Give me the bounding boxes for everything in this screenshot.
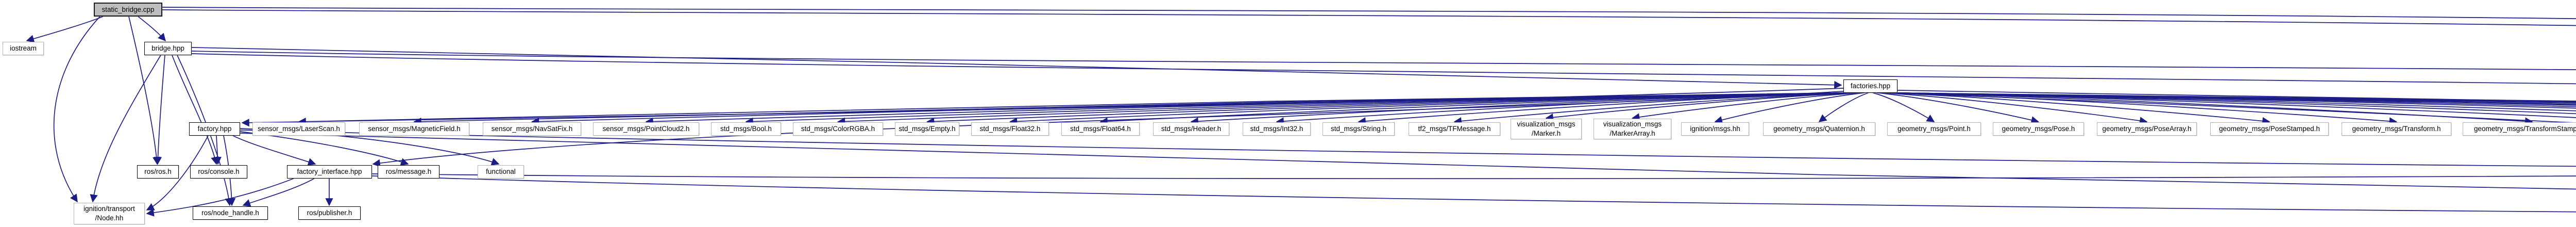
node-std-msgs-empty-h: std_msgs/Empty.h [895, 122, 959, 136]
edge-factory-interface-hpp-to-ros-node-handle-h [242, 178, 315, 207]
edge-factories-hpp-to-std-msgs-float64-h [1099, 92, 1845, 125]
node-ros-node-handle-h[interactable]: ros/node_handle.h [193, 206, 268, 220]
edge-factories-hpp-to-visualization-msgs-marker-h [1545, 92, 1858, 122]
node-ros-message-h[interactable]: ros/message.h [378, 165, 439, 179]
edge-bridge-hpp-to-ros-console-h [172, 55, 219, 165]
edge-static-bridge-cpp-to-iostream [26, 16, 104, 43]
edge-factories-hpp-to-geometry-msgs-quaternion-h [1818, 92, 1869, 122]
edge-factories-hpp-to-memory [1897, 93, 2576, 123]
node-bridge-hpp[interactable]: bridge.hpp [144, 42, 192, 55]
node-geometry-msgs-pose-h: geometry_msgs/Pose.h [1993, 122, 2084, 136]
node-tf2-msgs-tfmessage-h: tf2_msgs/TFMessage.h [1409, 122, 1500, 136]
edge-factory-interface-hpp-to-ignition-transport-node-hh [146, 178, 294, 217]
edge-factory-hpp-to-memory [240, 129, 2576, 167]
node-geometry-msgs-posestamped-h: geometry_msgs/PoseStamped.h [2210, 122, 2329, 136]
edge-static-bridge-cpp-to-memory [162, 9, 2576, 26]
edge-static-bridge-cpp-to-string [162, 7, 2576, 19]
node-geometry-msgs-transform-h: geometry_msgs/Transform.h [2342, 122, 2451, 136]
node-ros-publisher-h[interactable]: ros/publisher.h [298, 206, 361, 220]
node-visualization-msgs-marker-h: visualization_msgs /Marker.h [1511, 119, 1582, 139]
edge-static-bridge-cpp-to-ignition-transport-node-hh [53, 16, 100, 203]
edge-factories-hpp-to-geometry-msgs-point-h [1873, 92, 1935, 122]
node-ignition-transport-node-hh: ignition/transport /Node.hh [74, 203, 145, 224]
edge-factories-hpp-to-tf2-msgs-tfmessage-h [1453, 92, 1854, 125]
edge-factories-hpp-to-string [1897, 90, 2576, 102]
node-functional: functional [478, 165, 524, 179]
edge-static-bridge-cpp-to-ros-ros-h [128, 16, 161, 165]
node-geometry-msgs-point-h: geometry_msgs/Point.h [1887, 122, 1981, 136]
edge-factories-hpp-to-geometry-msgs-pose-h [1877, 92, 2039, 124]
node-sensor-msgs-magneticfield-h: sensor_msgs/MagneticField.h [359, 122, 469, 136]
edge-factories-hpp-to-std-msgs-int32-h [1276, 92, 1847, 125]
node-ros-ros-h[interactable]: ros/ros.h [137, 165, 179, 179]
edge-factories-hpp-to-ignition-msgs-hh [1714, 92, 1865, 124]
node-static-bridge-cpp: static_bridge.cpp [94, 3, 162, 17]
edge-factories-hpp-to-geometry-msgs-posearray-h [1881, 92, 2148, 125]
edge-factories-hpp-to-visualization-msgs-markerarray-h [1631, 92, 1861, 121]
node-std-msgs-colorrgba-h: std_msgs/ColorRGBA.h [793, 122, 883, 136]
node-std-msgs-bool-h: std_msgs/Bool.h [711, 122, 781, 136]
edge-factories-hpp-to-geometry-msgs-transformstamped-h [1896, 92, 2533, 125]
node-ros-console-h[interactable]: ros/console.h [190, 165, 247, 179]
edge-bridge-hpp-to-ros-ros-h [154, 55, 165, 165]
node-factory-interface-hpp[interactable]: factory_interface.hpp [287, 165, 372, 179]
edge-static-bridge-cpp-to-bridge-hpp [138, 16, 166, 42]
edge-factory-interface-hpp-to-string [371, 175, 2576, 213]
edge-factory-hpp-to-ignition-transport-node-hh [146, 135, 209, 210]
edge-factories-hpp-to-std-msgs-string-h [1358, 92, 1850, 125]
edge-bridge-hpp-to-string [191, 51, 2576, 70]
edge-factories-hpp-to-geometry-msgs-posestamped-h [1886, 92, 2270, 125]
edge-factories-hpp-to-std-msgs-header-h [1190, 92, 1845, 125]
edge-factory-hpp-to-string [240, 133, 2576, 191]
node-std-msgs-header-h: std_msgs/Header.h [1153, 122, 1229, 136]
node-std-msgs-float32-h: std_msgs/Float32.h [971, 122, 1049, 136]
edge-factories-hpp-to-geometry-msgs-transform-h [1891, 92, 2398, 125]
node-std-msgs-string-h: std_msgs/String.h [1323, 122, 1395, 136]
edge-factories-hpp-to-geometry-msgs-twist-h [1896, 92, 2576, 118]
node-visualization-msgs-markerarray-h: visualization_msgs /MarkerArray.h [1594, 119, 1671, 139]
node-factories-hpp[interactable]: factories.hpp [1843, 79, 1897, 93]
node-sensor-msgs-pointcloud2-h: sensor_msgs/PointCloud2.h [593, 122, 699, 136]
node-ignition-msgs-hh: ignition/msgs.hh [1681, 122, 1749, 136]
node-iostream: iostream [3, 42, 44, 55]
edge-bridge-hpp-to-ros-node-handle-h [177, 55, 233, 206]
node-geometry-msgs-transformstamped-h: geometry_msgs/TransformStamped.h [2463, 122, 2576, 136]
node-sensor-msgs-laserscan-h: sensor_msgs/LaserScan.h [252, 122, 345, 136]
node-factory-hpp[interactable]: factory.hpp [189, 122, 240, 136]
edge-bridge-hpp-to-factories-hpp [191, 47, 1842, 89]
edge-factory-hpp-to-ros-console-h [213, 135, 222, 165]
edge-bridge-hpp-to-ignition-transport-node-hh [90, 55, 161, 203]
node-std-msgs-float64-h: std_msgs/Float64.h [1061, 122, 1140, 136]
edge-factory-interface-hpp-to-memory [371, 173, 2576, 180]
edge-factory-hpp-to-factory-interface-hpp [232, 135, 316, 166]
node-geometry-msgs-quaternion-h: geometry_msgs/Quaternion.h [1763, 122, 1875, 136]
edge-bridge-hpp-to-memory [191, 53, 2576, 85]
node-sensor-msgs-navsatfix-h: sensor_msgs/NavSatFix.h [483, 122, 581, 136]
node-std-msgs-int32-h: std_msgs/Int32.h [1243, 122, 1311, 136]
node-geometry-msgs-posearray-h: geometry_msgs/PoseArray.h [2097, 122, 2197, 136]
